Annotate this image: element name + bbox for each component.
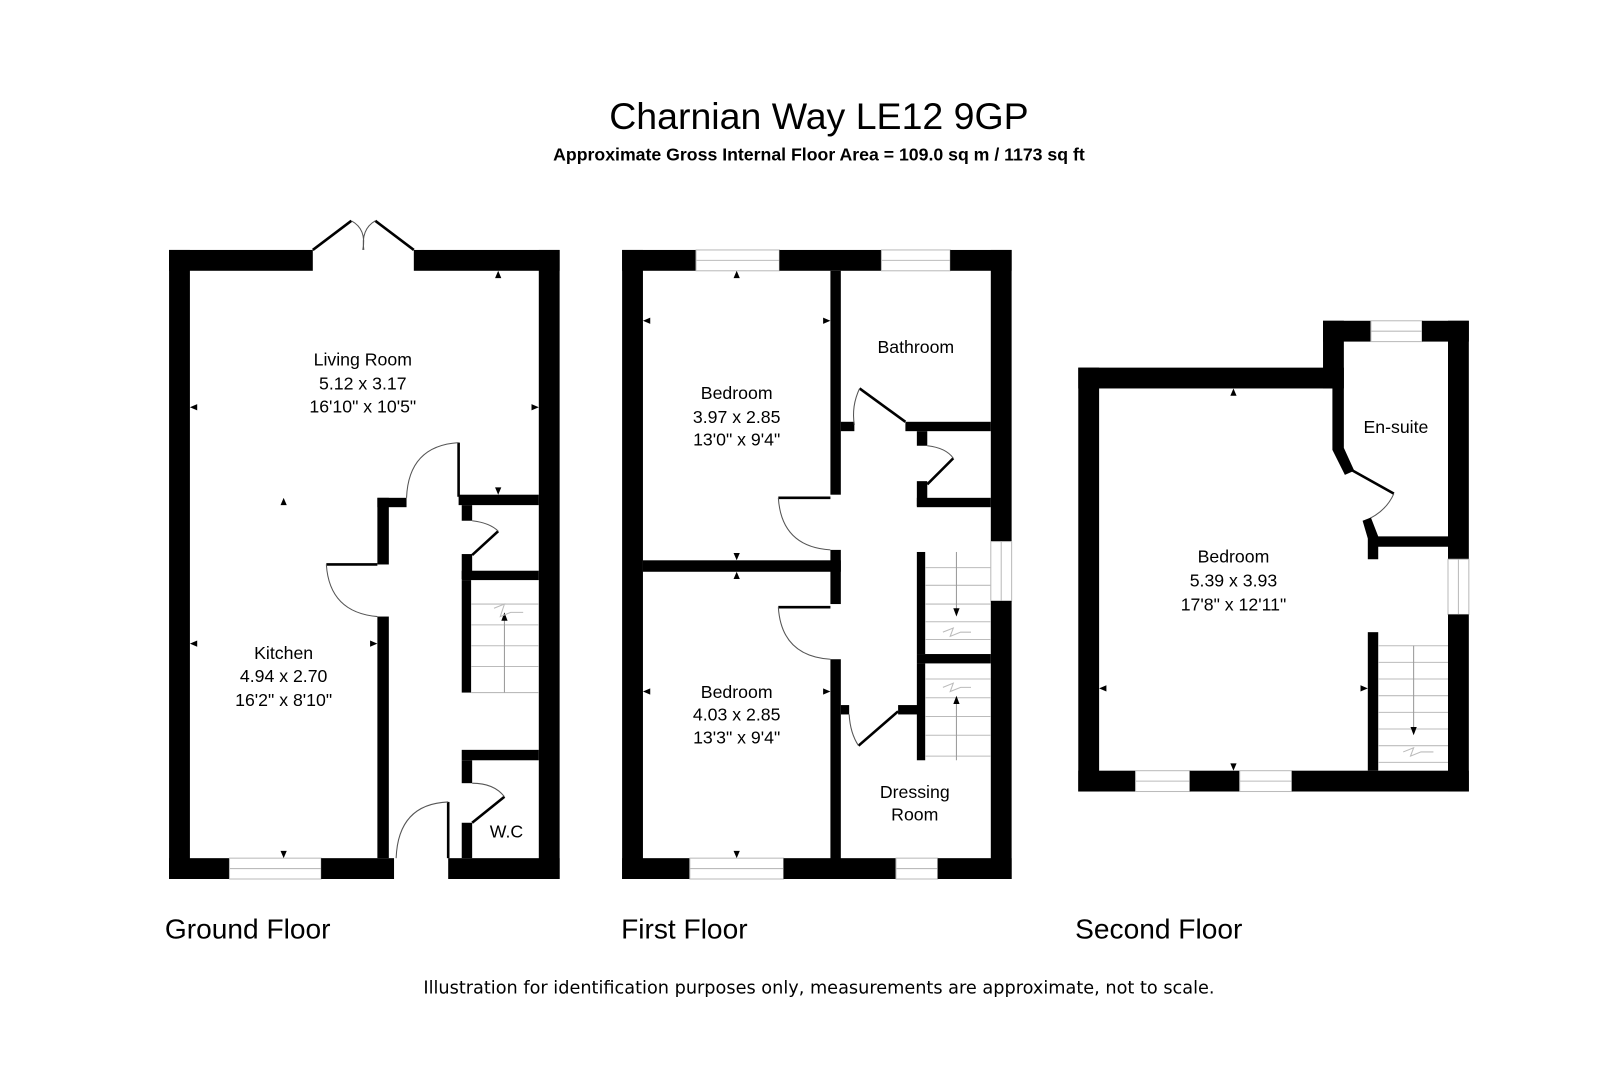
room-name-kitchen: Kitchen xyxy=(254,643,313,663)
room-metric-kitchen: 4.94 x 2.70 xyxy=(240,666,328,686)
room-metric-living-room: 5.12 x 3.17 xyxy=(319,374,407,394)
room-name-living-room: Living Room xyxy=(314,350,412,370)
staircase xyxy=(916,551,991,761)
room-name-bedroom-1: Bedroom xyxy=(701,383,773,403)
floor-area-subtitle: Approximate Gross Internal Floor Area = … xyxy=(553,144,1085,164)
room-name-ensuite: En-suite xyxy=(1363,417,1428,437)
floor-label-first: First Floor xyxy=(621,913,748,944)
floor-label-ground: Ground Floor xyxy=(165,913,331,944)
room-metric-bedroom-1: 3.97 x 2.85 xyxy=(693,407,781,427)
french-doors xyxy=(312,219,415,251)
first-floor-plan: Bedroom 3.97 x 2.85 13'0" x 9'4" Bathroo… xyxy=(622,249,1013,880)
room-name-dressing-room-line2: Room xyxy=(891,805,938,825)
room-imperial-living-room: 16'10" x 10'5" xyxy=(309,396,416,416)
room-name-bedroom-2: Bedroom xyxy=(701,682,773,702)
room-name-bathroom: Bathroom xyxy=(877,337,954,357)
room-name-second-bedroom: Bedroom xyxy=(1198,546,1270,566)
room-name-dressing-room-line1: Dressing xyxy=(880,782,950,802)
room-metric-second-bedroom: 5.39 x 3.93 xyxy=(1190,570,1278,590)
room-name-wc: W.C xyxy=(490,821,524,841)
room-imperial-bedroom-2: 13'3" x 9'4" xyxy=(693,728,780,748)
room-imperial-bedroom-1: 13'0" x 9'4" xyxy=(693,430,780,450)
room-imperial-second-bedroom: 17'8" x 12'11" xyxy=(1181,594,1287,614)
plan-title: Charnian Way LE12 9GP xyxy=(609,95,1029,137)
disclaimer: Illustration for identification purposes… xyxy=(423,979,1214,999)
staircase xyxy=(461,580,539,694)
ground-floor-plan: Living Room 5.12 x 3.17 16'10" x 10'5" K… xyxy=(169,219,560,880)
staircase xyxy=(1367,632,1449,771)
floor-label-second: Second Floor xyxy=(1075,913,1242,944)
room-metric-bedroom-2: 4.03 x 2.85 xyxy=(693,705,781,725)
room-imperial-kitchen: 16'2" x 8'10" xyxy=(235,690,332,710)
second-floor-plan: Bedroom 5.39 x 3.93 17'8" x 12'11" En-su… xyxy=(1078,320,1470,793)
